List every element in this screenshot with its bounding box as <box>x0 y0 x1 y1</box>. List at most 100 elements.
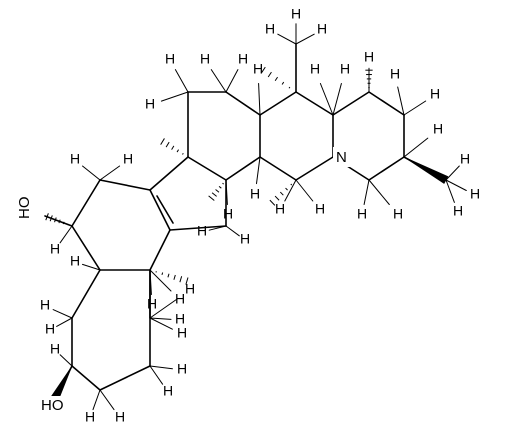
hash-line <box>222 182 224 185</box>
bond-30 <box>71 365 101 391</box>
hash-line <box>279 191 284 196</box>
hydrogen-label: H <box>393 206 403 222</box>
hydrogen-label: H <box>265 21 275 37</box>
h-bond-28 <box>82 263 101 271</box>
atom-labels: N HO HO <box>14 147 351 416</box>
hydrogen-label: H <box>433 121 443 137</box>
bond-12 <box>332 91 370 116</box>
hash-line <box>54 217 57 223</box>
hydrogen-label: H <box>197 223 207 239</box>
h-bond-39 <box>149 269 172 292</box>
h-bond-14 <box>363 179 370 205</box>
hydrogen-label: H <box>175 291 185 307</box>
h-bond-7 <box>277 33 297 45</box>
hydrogen-label: H <box>175 311 185 327</box>
nitrogen-atom-label: N <box>336 149 347 166</box>
h-bond-26 <box>99 165 121 181</box>
hydroxyl-left-label: HO <box>16 197 33 220</box>
h-bond-32 <box>52 309 73 319</box>
h-bond-6 <box>332 83 342 116</box>
hash-line <box>160 138 165 145</box>
hash-line <box>260 66 266 74</box>
hash-line <box>167 273 170 278</box>
bond-20 <box>149 189 171 231</box>
hash-line <box>290 183 293 186</box>
hydrogen-label: H <box>460 151 470 167</box>
hydrogen-label: H <box>70 253 80 269</box>
hydrogen-label: H <box>317 21 327 37</box>
hydrogen-label: H <box>238 51 248 67</box>
h-bond-40 <box>149 269 152 295</box>
skeleton-bonds <box>44 43 447 399</box>
h-bond-8 <box>295 33 315 45</box>
hydrogen-label: H <box>177 325 187 341</box>
hash-line <box>267 71 272 78</box>
bond-28 <box>71 269 101 319</box>
h-bond-13 <box>403 137 429 158</box>
h-bond-34 <box>59 354 73 367</box>
hydroxyl-bottom-label: HO <box>41 397 64 414</box>
bond-10 <box>259 156 297 181</box>
bond-4 <box>187 156 227 181</box>
bond-22 <box>99 179 151 191</box>
hash-line <box>215 189 220 193</box>
hydrogen-label: H <box>123 151 133 167</box>
hash-line <box>182 153 184 155</box>
h-bond-37 <box>149 365 173 370</box>
methyl-hash <box>155 271 189 285</box>
bond-13 <box>368 91 405 116</box>
hydroxyl-wedge <box>51 365 73 401</box>
hydrogen-label: H <box>390 66 400 82</box>
hydrogen-label: H <box>70 151 80 167</box>
stereo-bonds <box>45 66 449 401</box>
h-bond-12 <box>403 100 427 116</box>
hydrogen-label: H <box>45 321 55 337</box>
hydrogen-label: H <box>147 296 157 312</box>
hydrogen-label: H <box>115 409 125 425</box>
bond-15 <box>368 156 405 181</box>
double-bond-inner <box>156 195 174 224</box>
h-bond-11 <box>397 86 405 116</box>
hash-line <box>173 274 176 280</box>
h-bond-17 <box>445 179 467 191</box>
hash-line <box>161 272 164 276</box>
hydrogen-label: H <box>275 201 285 217</box>
h-bond-24 <box>225 225 240 237</box>
h-bond-25 <box>82 165 101 181</box>
hydrogen-label: H <box>177 361 187 377</box>
hydrogen-label: H <box>310 61 320 77</box>
h-bond-30 <box>149 297 179 319</box>
hash-line <box>165 141 170 148</box>
ring-junction-hash-5 <box>208 182 224 201</box>
hydrogen-label: H <box>357 206 367 222</box>
methyl-wedge <box>403 156 449 184</box>
hash-line <box>208 195 215 201</box>
hydrogen-label: H <box>85 409 95 425</box>
hydrogen-label: H <box>163 383 173 399</box>
hydrogen-label: H <box>200 51 210 67</box>
hydrogen-label: H <box>364 49 374 65</box>
hydrogen-label: H <box>145 96 155 112</box>
bond-1 <box>225 91 261 116</box>
hydrogen-label: H <box>223 206 233 222</box>
hydrogen-label: H <box>40 297 50 313</box>
h-bond-38 <box>149 365 164 385</box>
hydrogen-label: H <box>291 6 301 22</box>
h-bond-19 <box>284 179 297 202</box>
hydrogen-label: H <box>50 241 60 257</box>
hydrogen-label: H <box>340 61 350 77</box>
bond-9 <box>295 156 334 181</box>
h-bond-33 <box>56 317 73 327</box>
hash-line <box>58 219 61 224</box>
hydrogen-label: H <box>430 86 440 102</box>
h-bond-4 <box>258 83 261 116</box>
hash-line <box>171 145 175 150</box>
hash-line <box>62 221 65 225</box>
ring-junction-hash-2 <box>269 183 293 206</box>
hash-line <box>179 276 183 283</box>
h-bond-0 <box>174 69 189 93</box>
hash-line <box>274 195 280 201</box>
hydrogen-label: H <box>165 51 175 67</box>
